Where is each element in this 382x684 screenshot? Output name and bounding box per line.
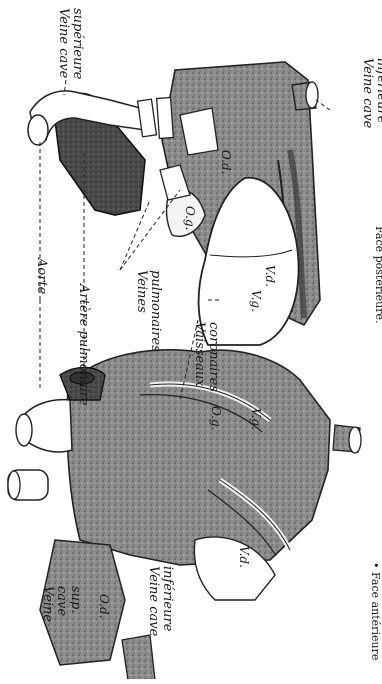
label-veines-pulmonaires-2: pulmonaires [148,270,163,352]
chamber-og-posterior: O.g. [183,206,197,230]
chamber-od-anterior: O.d. [97,594,111,618]
chamber-og-anterior: O.g. [209,406,223,430]
label-veine-cave-inferieure-bottom-2: inférieure [160,566,175,632]
chamber-vg-anterior: V.g. [249,408,263,430]
caption-anterior: Face antérieure [369,572,382,660]
label-veine-cave-superieure-top-1: Veine cave [56,8,71,79]
chamber-vg-posterior: V.g. [249,290,263,312]
label-veine-cave-superieure-top-2: supérieure [70,8,85,80]
caption-bullet: • [369,562,382,569]
label-veine-cave-sup-bottom-1: Veine [40,586,55,622]
label-vaisseaux-coronaires-2: coronaires [206,322,221,392]
label-veines-pulmonaires-1: Veines [134,270,149,313]
chamber-od-posterior: O.d. [219,150,233,174]
caption-posterior: Face postérieure. [373,226,382,324]
label-veine-cave-sup-bottom-3: sup. [68,586,83,614]
captions: Face postérieure. Face antérieure • [369,226,382,660]
label-vaisseaux-coronaires-1: Vaisseaux [192,322,207,387]
label-veine-cave-inferieure-top-1: Veine cave [360,58,375,129]
label-artere-pulmonaire: Artère pulmonaire [76,283,91,406]
label-veine-cave-inferieure-top-2: inférieure [374,58,382,124]
chamber-vd-anterior: V.d. [237,546,251,568]
chamber-vd-posterior: V.d. [263,265,277,287]
posterior-view [28,62,320,345]
label-veine-cave-inferieure-bottom-1: Veine cave [146,566,161,637]
label-aorte: Aorte [34,257,49,295]
label-veine-cave-sup-bottom-2: cave [54,586,69,616]
anterior-view [8,350,361,679]
